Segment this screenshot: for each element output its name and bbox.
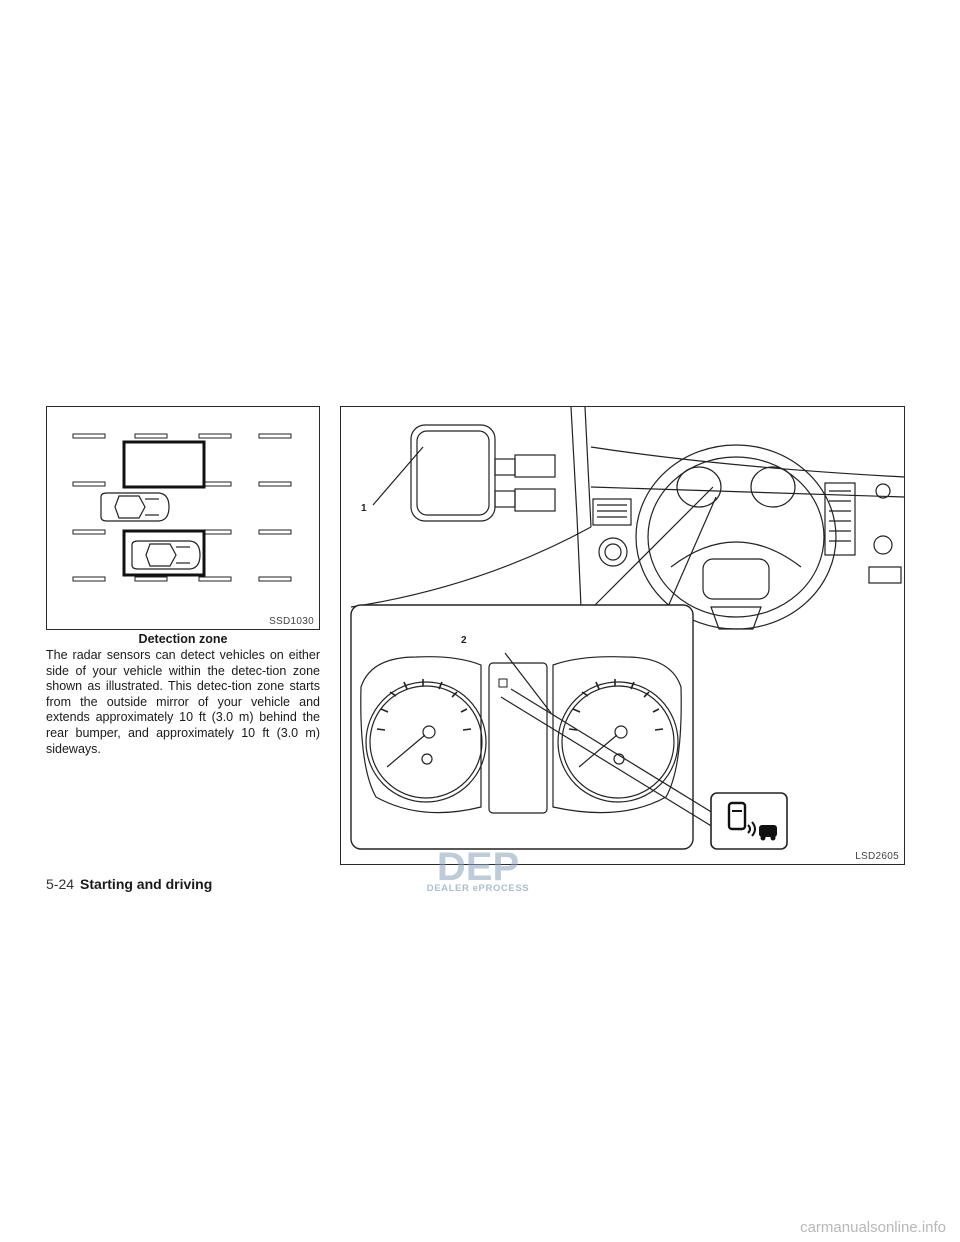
detection-zone-figure: SSD1030 — [46, 406, 320, 630]
detection-zone-box — [122, 440, 206, 489]
page-number: 5-24 — [46, 876, 75, 892]
dashboard-figure: 1 2 LSD2605 — [340, 406, 905, 865]
dealer-eprocess-watermark: DEP DEALER ePROCESS — [408, 842, 548, 898]
warning-light-icon — [498, 678, 508, 688]
gauge-ticks — [376, 679, 664, 731]
watermark-text: DEALER ePROCESS — [426, 883, 530, 894]
car-top-view-icon — [100, 492, 170, 522]
page-footer: 5-24 Starting and driving — [46, 876, 212, 892]
dashboard-illustration: 1 2 — [350, 407, 904, 850]
detection-zone-illustration — [72, 433, 292, 582]
figure-code: LSD2605 — [855, 851, 899, 862]
side-mirror-icon — [410, 424, 556, 522]
car-top-view-icon — [131, 540, 201, 570]
dep-logo: DEP — [437, 845, 519, 889]
callout-1: 1 — [361, 503, 367, 514]
callout-2: 2 — [461, 635, 467, 646]
svg-text:DEP: DEP — [437, 845, 519, 889]
section-title: Starting and driving — [80, 876, 213, 892]
gauge-cluster-icon — [676, 466, 796, 508]
blind-spot-warning-icon — [710, 792, 788, 850]
body-paragraph: The radar sensors can detect vehicles on… — [46, 648, 320, 756]
site-watermark: carmanualsonline.info — [800, 1219, 946, 1236]
figure-caption: Detection zone — [138, 632, 228, 646]
figure-code: SSD1030 — [269, 616, 314, 627]
steering-wheel-icon — [635, 444, 837, 630]
